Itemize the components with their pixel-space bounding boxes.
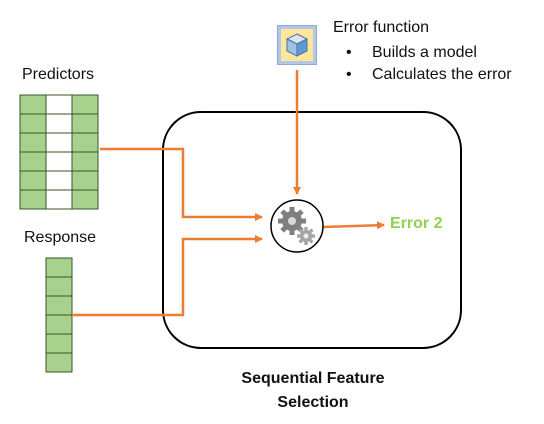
predictor-cell: [45, 170, 73, 191]
predictor-cell: [19, 113, 47, 134]
predictor-cell: [71, 189, 99, 210]
error-function-title: Error function: [333, 19, 430, 36]
predictor-cell: [71, 170, 99, 191]
predictors-arrow: [100, 147, 263, 221]
predictor-cell: [71, 113, 99, 134]
response-arrow: [72, 235, 263, 317]
process-caption: Sequential Feature Selection: [241, 370, 385, 411]
bullet-calculates-error: Calculates the error: [346, 64, 512, 86]
predictor-cell: [45, 113, 73, 134]
predictor-cell: [19, 170, 47, 191]
response-cell: [45, 333, 73, 354]
predictor-cell: [45, 189, 73, 210]
gears-icon: [270, 199, 324, 253]
output-arrow: [322, 221, 385, 230]
predictor-cell: [19, 151, 47, 172]
predictor-cell: [71, 132, 99, 153]
predictor-cell: [45, 94, 73, 115]
predictor-cell: [45, 132, 73, 153]
predictor-cell: [71, 94, 99, 115]
predictor-cell: [71, 151, 99, 172]
bullet-builds-model: Builds a model: [346, 42, 512, 64]
predictor-cell: [45, 151, 73, 172]
predictors-label: Predictors: [22, 66, 95, 83]
predictor-cell: [19, 94, 47, 115]
predictor-cell: [19, 189, 47, 210]
output-label: Error 2: [390, 215, 443, 232]
response-cell: [45, 276, 73, 297]
response-cell: [45, 257, 73, 278]
cube-icon: [277, 25, 317, 65]
response-cell: [45, 352, 73, 373]
predictor-cell: [19, 132, 47, 153]
response-cell: [45, 314, 73, 335]
response-vector: [45, 257, 73, 373]
response-cell: [45, 295, 73, 316]
predictors-matrix: [19, 94, 99, 210]
response-label: Response: [24, 229, 97, 246]
error-function-bullets: Builds a model Calculates the error: [346, 42, 512, 86]
